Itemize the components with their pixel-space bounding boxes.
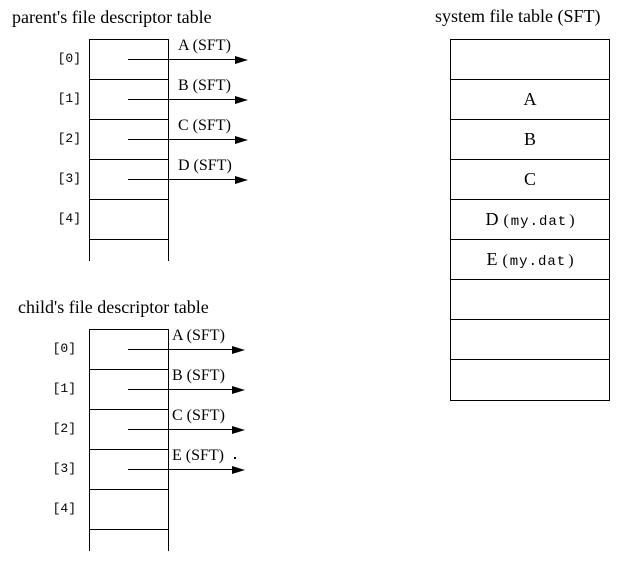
child-pointer-arrow-3 [128,469,237,470]
child-table-title: child's file descriptor table [18,297,209,317]
child-arrowhead-icon-3 [232,466,245,474]
child-index-2: [2] [52,421,76,436]
child-pointer-label-0: A (SFT) [172,327,225,344]
child-arrowhead-icon-2 [232,426,245,434]
child-pointer-label-2: C (SFT) [172,407,225,424]
parent-pointer-label-0: A (SFT) [178,37,231,54]
parent-pointer-label-1: B (SFT) [178,77,231,94]
sft-entry-3: C [451,160,609,200]
sft-file-name: my.dat [510,214,568,230]
sft-entry-label: A [523,89,537,109]
sft-paren-close: ) [568,252,574,269]
parent-fdt-box [89,39,169,261]
parent-pointer-arrow-3 [128,179,237,180]
parent-arrowhead-icon-0 [235,56,248,64]
parent-arrowhead-icon-2 [235,136,248,144]
sft-entry-5: E(my.dat) [451,240,609,280]
parent-fdt-cell-3 [90,160,168,200]
child-pointer-label-1: B (SFT) [172,367,225,384]
parent-fdt-cell-4 [90,200,168,240]
parent-table-title: parent's file descriptor table [12,7,212,27]
child-fdt-cell-1 [90,370,168,410]
parent-index-0: [0] [57,51,81,66]
sft-entry-4: D(my.dat) [451,200,609,240]
sft-entry-label: E [486,249,498,269]
sft-paren-open: ( [502,252,508,269]
child-index-0: [0] [52,341,76,356]
child-pointer-arrow-2 [128,429,237,430]
parent-fdt-cell-2 [90,120,168,160]
child-arrowhead-icon-0 [232,346,245,354]
child-arrowhead-icon-1 [232,386,245,394]
stray-dot [234,457,236,459]
child-fdt-cell-4 [90,490,168,530]
parent-fdt-cell-0 [90,40,168,80]
child-pointer-label-3: E (SFT) [172,447,224,464]
sft-box: A B C D(my.dat) E(my.dat) [450,39,610,401]
parent-arrowhead-icon-1 [235,96,248,104]
parent-pointer-arrow-1 [128,99,237,100]
sft-paren-open: ( [503,212,509,229]
child-fdt-box [89,329,169,551]
child-fdt-cell-3 [90,450,168,490]
child-fdt-cell-0 [90,330,168,370]
sft-entry-1: A [451,80,609,120]
sft-entry-label: B [523,129,536,149]
sft-entry-7 [451,320,609,360]
child-index-3: [3] [52,461,76,476]
sft-file-name: my.dat [509,254,567,270]
child-index-1: [1] [52,381,76,396]
parent-index-3: [3] [57,171,81,186]
sft-entry-label: C [523,169,536,189]
sft-paren-close: ) [569,212,575,229]
parent-pointer-arrow-0 [128,59,237,60]
sft-entry-label: D [485,209,499,229]
child-fdt-cell-overflow [90,530,168,551]
child-index-4: [4] [52,501,76,516]
child-fdt-cell-2 [90,410,168,450]
parent-arrowhead-icon-3 [235,176,248,184]
parent-pointer-arrow-2 [128,139,237,140]
sft-entry-0 [451,40,609,80]
child-pointer-arrow-0 [128,349,237,350]
parent-pointer-label-2: C (SFT) [178,117,231,134]
sft-entry-8 [451,360,609,400]
parent-fdt-cell-1 [90,80,168,120]
parent-fdt-cell-overflow [90,240,168,261]
sft-title: system file table (SFT) [435,6,601,26]
parent-pointer-label-3: D (SFT) [178,157,232,174]
sft-entry-2: B [451,120,609,160]
parent-index-4: [4] [57,211,81,226]
sft-entry-6 [451,280,609,320]
child-pointer-arrow-1 [128,389,237,390]
parent-index-1: [1] [57,91,81,106]
parent-index-2: [2] [57,131,81,146]
